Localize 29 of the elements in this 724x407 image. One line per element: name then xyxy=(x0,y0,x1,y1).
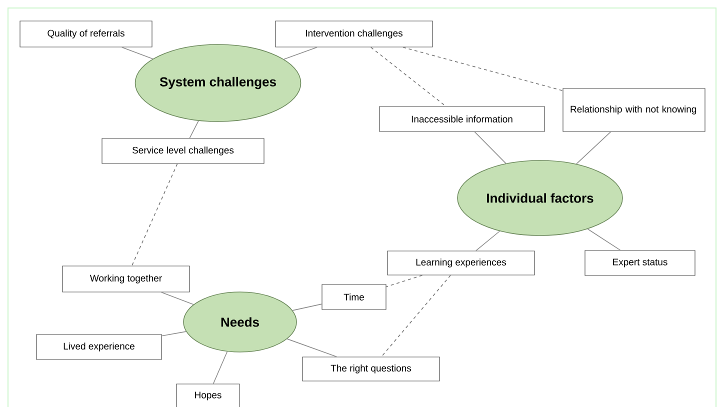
connector-line xyxy=(286,338,338,358)
label-box: Time xyxy=(322,284,386,310)
label-box: Lived experience xyxy=(36,334,162,360)
label-box: Hopes xyxy=(176,384,240,407)
connector-line xyxy=(474,131,506,164)
dashed-connector xyxy=(132,163,178,266)
label-box: Expert status xyxy=(584,250,696,276)
label-box: Intervention challenges xyxy=(275,20,433,48)
label-box: Learning experiences xyxy=(387,250,535,276)
connector-line xyxy=(587,228,621,251)
connector-line xyxy=(160,292,194,305)
label-box: Service level challenges xyxy=(102,138,264,164)
connector-line xyxy=(121,46,154,60)
dashed-connector xyxy=(402,46,564,92)
label-box: Relationship with not knowing xyxy=(562,88,706,132)
connector-line xyxy=(189,120,199,139)
label-box: Quality of referrals xyxy=(20,20,152,48)
dashed-connector xyxy=(386,274,423,288)
connector-line xyxy=(212,351,228,384)
label-box: Working together xyxy=(62,266,190,292)
label-box: Inaccessible information xyxy=(379,106,545,132)
label-box: The right questions xyxy=(302,356,440,382)
connector-line xyxy=(576,131,612,164)
connector-line xyxy=(161,331,186,336)
connector-line xyxy=(476,230,500,252)
connector-line xyxy=(284,46,318,60)
connector-line xyxy=(292,304,322,311)
dashed-connector xyxy=(381,274,451,358)
dashed-connector xyxy=(370,46,446,107)
